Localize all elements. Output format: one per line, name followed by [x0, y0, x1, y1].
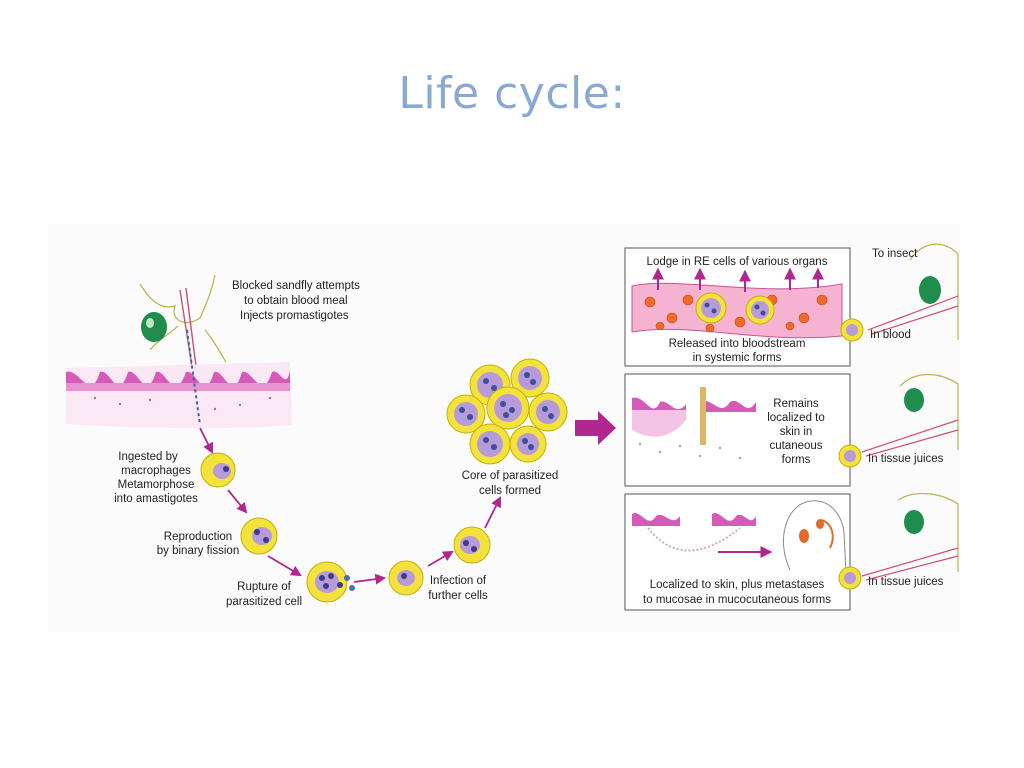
cycle-arrows — [199, 427, 501, 585]
head-profile-icon — [783, 500, 847, 575]
systemic-box — [624, 247, 851, 367]
label-blocked-3: Injects promastigotes — [240, 310, 349, 322]
label-localized-1: Localized to skin, plus metastases — [650, 579, 825, 591]
sandfly-right-bottom — [838, 493, 959, 590]
label-ingested-4: into amastigotes — [114, 493, 198, 505]
label-ingested-1: Ingested by — [118, 451, 178, 463]
label-remains-5: forms — [782, 454, 811, 466]
ruptured-cell — [306, 561, 355, 603]
sandfly-right-middle — [838, 374, 959, 468]
label-remains-1: Remains — [773, 398, 819, 410]
label-released-2: in systemic forms — [693, 352, 782, 364]
label-blocked-1: Blocked sandfly attempts — [232, 280, 360, 292]
label-infection-2: further cells — [428, 590, 488, 602]
infection-cell — [388, 560, 424, 596]
label-remains-2: localized to — [767, 412, 825, 424]
label-infection-1: Infection of — [430, 575, 487, 587]
big-arrow-icon — [575, 411, 616, 445]
label-in-tissue-juices-1: In tissue juices — [868, 453, 944, 465]
label-core-1: Core of parasitized — [462, 470, 559, 482]
label-released-1: Released into bloodstream — [669, 338, 806, 350]
label-reproduction-2: by binary fission — [157, 545, 239, 557]
label-ingested-3: Metamorphose — [118, 479, 195, 491]
label-rupture-1: Rupture of — [237, 581, 292, 593]
label-remains-4: cutaneous — [769, 440, 822, 452]
label-core-2: cells formed — [479, 485, 541, 497]
further-cell — [453, 526, 491, 564]
parasitized-cell-cluster — [446, 358, 568, 465]
sandfly-right-top — [840, 243, 959, 342]
label-ingested-2: macrophages — [121, 465, 191, 477]
reproduction-cell — [240, 517, 278, 555]
label-localized-2: to mucosae in mucocutaneous forms — [643, 594, 831, 606]
macrophage-cell — [200, 452, 236, 488]
slide-title: Life cycle: — [398, 68, 626, 119]
label-rupture-2: parasitized cell — [226, 596, 302, 608]
label-blocked-2: to obtain blood meal — [244, 295, 348, 307]
label-remains-3: skin in — [780, 426, 813, 438]
sandfly-head — [139, 274, 227, 383]
label-in-blood: In blood — [870, 329, 911, 341]
sandfly-eye-icon — [141, 312, 167, 342]
label-to-insect: To insect — [872, 248, 918, 260]
label-reproduction-1: Reproduction — [164, 531, 232, 543]
label-lodge: Lodge in RE cells of various organs — [647, 256, 828, 268]
skin-tissue-left — [66, 329, 292, 428]
mucocutaneous-box — [624, 493, 851, 611]
cutaneous-box — [624, 373, 851, 487]
label-in-tissue-juices-2: In tissue juices — [868, 576, 944, 588]
